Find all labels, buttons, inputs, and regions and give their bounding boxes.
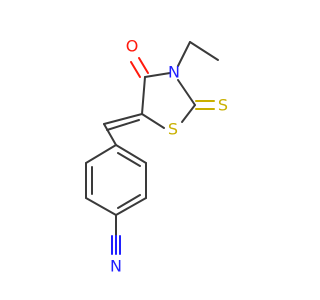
bond-aryl-4: [85, 197, 117, 216]
bond-methine-aryl: [103, 123, 117, 146]
atom-oxygen: O: [126, 37, 139, 56]
atom-nitrogen-nitrile: N: [110, 257, 122, 276]
bond-carbonyl-b: [138, 57, 149, 74]
bond-ethyl-ch3: [189, 41, 219, 61]
bond-c4-n3: [144, 72, 171, 78]
bond-c5-c4: [141, 76, 146, 115]
atom-nitrogen-ring: N: [168, 63, 180, 82]
bond-carbonyl-a: [130, 61, 141, 78]
bond-c2-s1: [181, 104, 196, 123]
bond-ethyl-ch2: [177, 41, 191, 67]
bond-aryl-3: [115, 197, 147, 216]
bond-exocyclic-double-a: [103, 113, 143, 125]
atom-sulfur-thione: S: [218, 96, 228, 115]
bond-exocyclic-double-b: [106, 119, 140, 131]
bond-aryl-inner-2: [117, 194, 141, 209]
bond-aryl-6: [85, 144, 117, 164]
bond-s1-c5: [141, 113, 165, 129]
bond-n3-c2: [177, 79, 196, 106]
structure-canvas: O N S S N: [85, 36, 229, 276]
bond-aryl-inner-1: [117, 152, 141, 167]
atom-sulfur-ring: S: [168, 120, 178, 139]
molecule-diagram: O N S S N: [85, 37, 228, 276]
bond-aryl-1: [115, 144, 147, 164]
